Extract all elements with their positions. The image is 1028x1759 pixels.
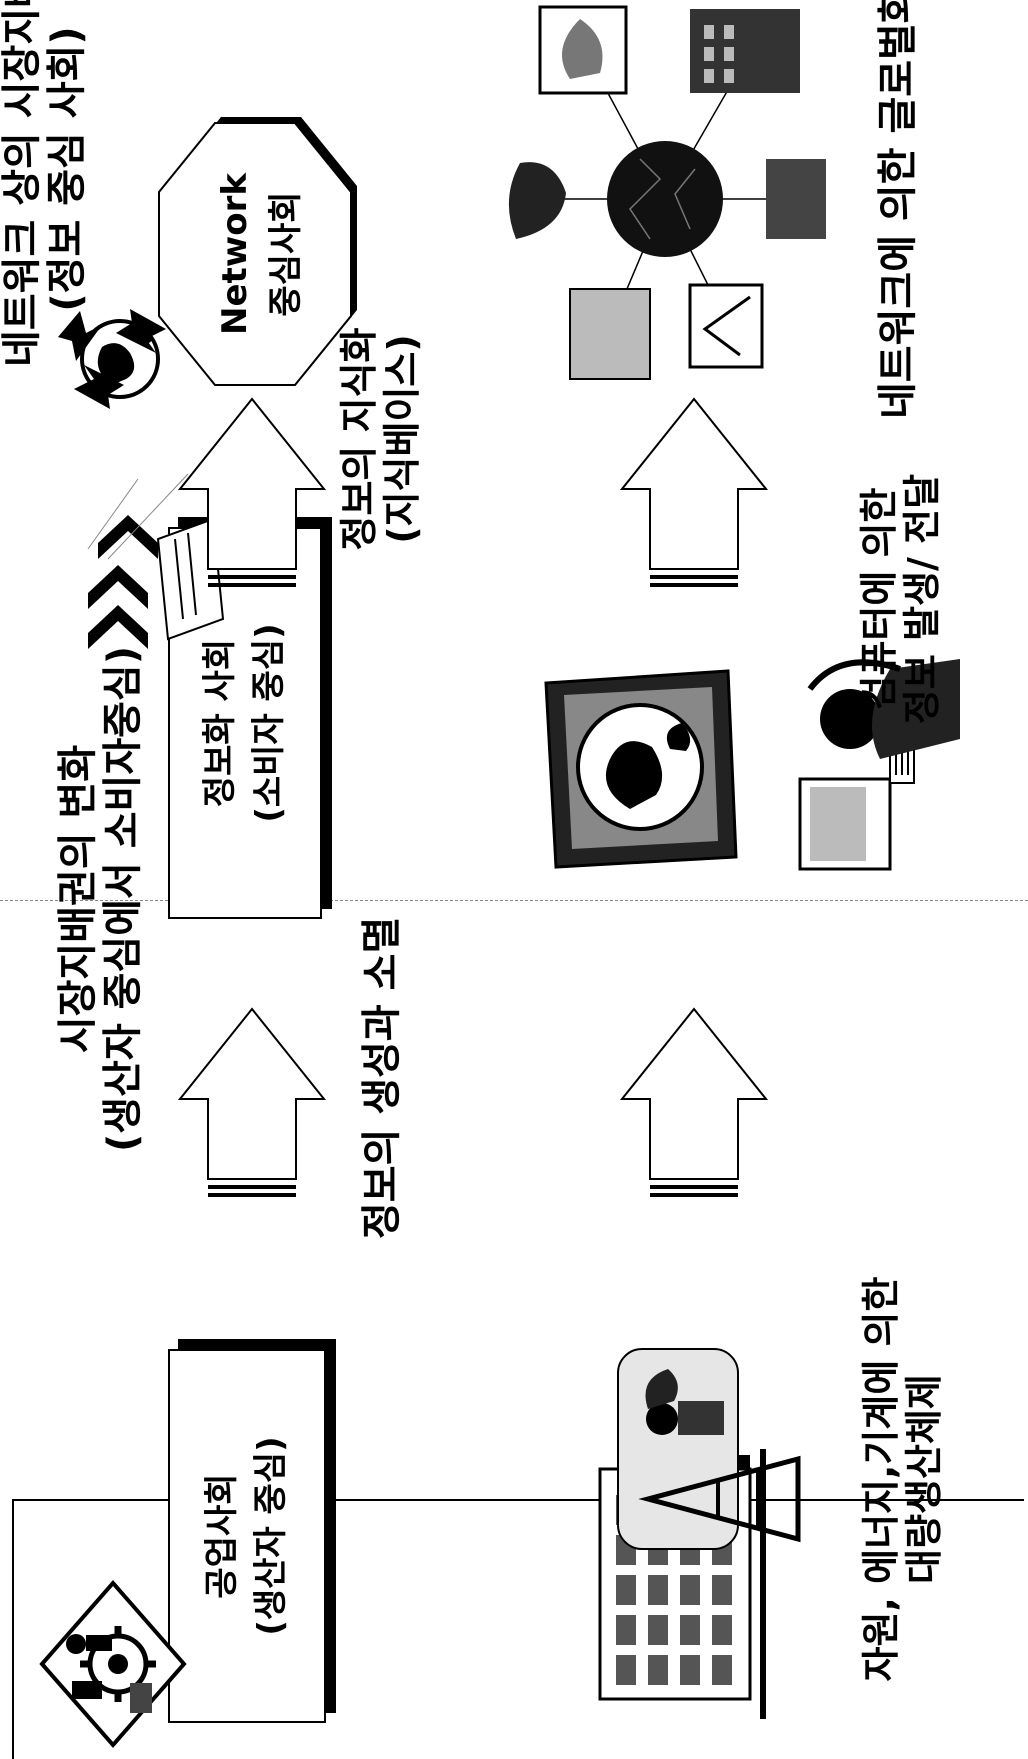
caption-computer-line1: 컴퓨터에 의한 [857,487,901,711]
caption-computer: 컴퓨터에 의한 정보 발생/ 전달 [857,399,944,799]
computer-user-icon [798,659,960,871]
header-right-line1: 네트워크 상의 시장지배 [0,0,45,367]
recycle-globe-icon [58,309,166,409]
caption-global: 네트워크에 의한 글로벌화 [875,0,921,419]
dashed-separator [0,900,1028,901]
transition-label-1-text: 정보의 생성과 소멸 [359,916,405,1239]
caption-global-text: 네트워크에 의한 글로벌화 [875,0,921,419]
gear-worker-icon [39,1579,187,1749]
arrow-bottom-1 [620,1007,769,1197]
information-flow-icon [87,473,225,649]
network-society-octagon [158,117,357,386]
caption-production-line1: 자원, 에너지,기계에 의한 [859,1276,903,1682]
caption-production: 자원, 에너지,기계에 의한 대량생산체제 [859,1219,946,1739]
transition-label-2-line2: (지식베이스) [379,334,424,544]
arrow-top-1 [178,1007,327,1197]
network-hub-icon [508,5,826,380]
monitor-globe-icon [544,669,738,869]
information-society-sublabel: (소비자 중심) [249,623,289,823]
transition-label-2-line1: 정보의 지식화 [337,327,381,551]
transition-label-1: 정보의 생성과 소멸 [359,679,405,1239]
oil-rig-icon [617,1348,801,1550]
network-society-line1: Network [215,173,255,335]
industrial-society-box: 공업사회 (생산자 중심) [168,1349,326,1723]
industrial-society-sublabel: (생산자 중심) [251,1436,291,1636]
transition-label-2: 정보의 지식화 (지식베이스) [337,259,424,619]
network-society-line2: 중심사회 [266,191,306,317]
caption-computer-line2: 정보 발생/ 전달 [899,473,944,725]
industrial-society-label: 공업사회 [201,1473,242,1599]
caption-production-line2: 대량생산체제 [901,1374,946,1584]
network-society-label: Network 중심사회 [210,109,312,399]
arrow-top-2 [178,397,327,587]
arrow-bottom-2 [620,397,769,587]
